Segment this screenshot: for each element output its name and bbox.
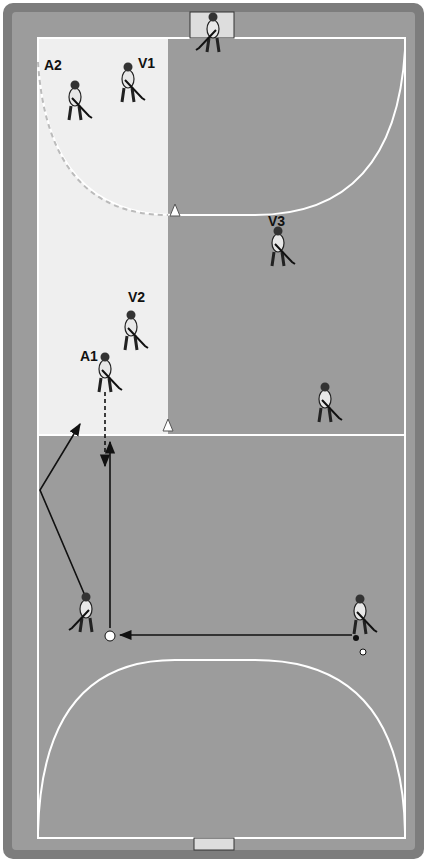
- cone: [170, 204, 180, 216]
- player-label: V2: [128, 290, 145, 304]
- player-label: V1: [138, 56, 155, 70]
- center-line: [38, 434, 405, 436]
- player-label: V3: [268, 214, 285, 228]
- boundary-line: [38, 38, 405, 838]
- court-frame: [3, 3, 424, 859]
- top-circle: [38, 50, 405, 215]
- player-figure: [99, 353, 122, 393]
- player-figure: [125, 311, 148, 351]
- ball: [353, 635, 359, 641]
- pass-arrow: [120, 634, 352, 636]
- player-label: A2: [44, 58, 62, 72]
- top-circle-dashed: [38, 62, 168, 215]
- bottom-goal: [194, 838, 234, 850]
- run-arrow: [104, 392, 106, 466]
- court-ground: [12, 12, 415, 850]
- pass-arrow: [109, 442, 111, 628]
- player-figure: [354, 595, 377, 635]
- player-figure: [196, 13, 219, 53]
- ball: [360, 649, 366, 655]
- player-figure: [272, 227, 295, 267]
- ball-start: [105, 631, 115, 641]
- player-figure: [69, 81, 92, 121]
- run-arrow: [40, 424, 86, 598]
- player-label: A1: [80, 349, 98, 363]
- player-figure: [319, 383, 342, 423]
- bottom-circle: [38, 660, 405, 832]
- player-figure: [69, 593, 92, 633]
- marked-zone: [38, 38, 168, 435]
- cone: [163, 419, 173, 431]
